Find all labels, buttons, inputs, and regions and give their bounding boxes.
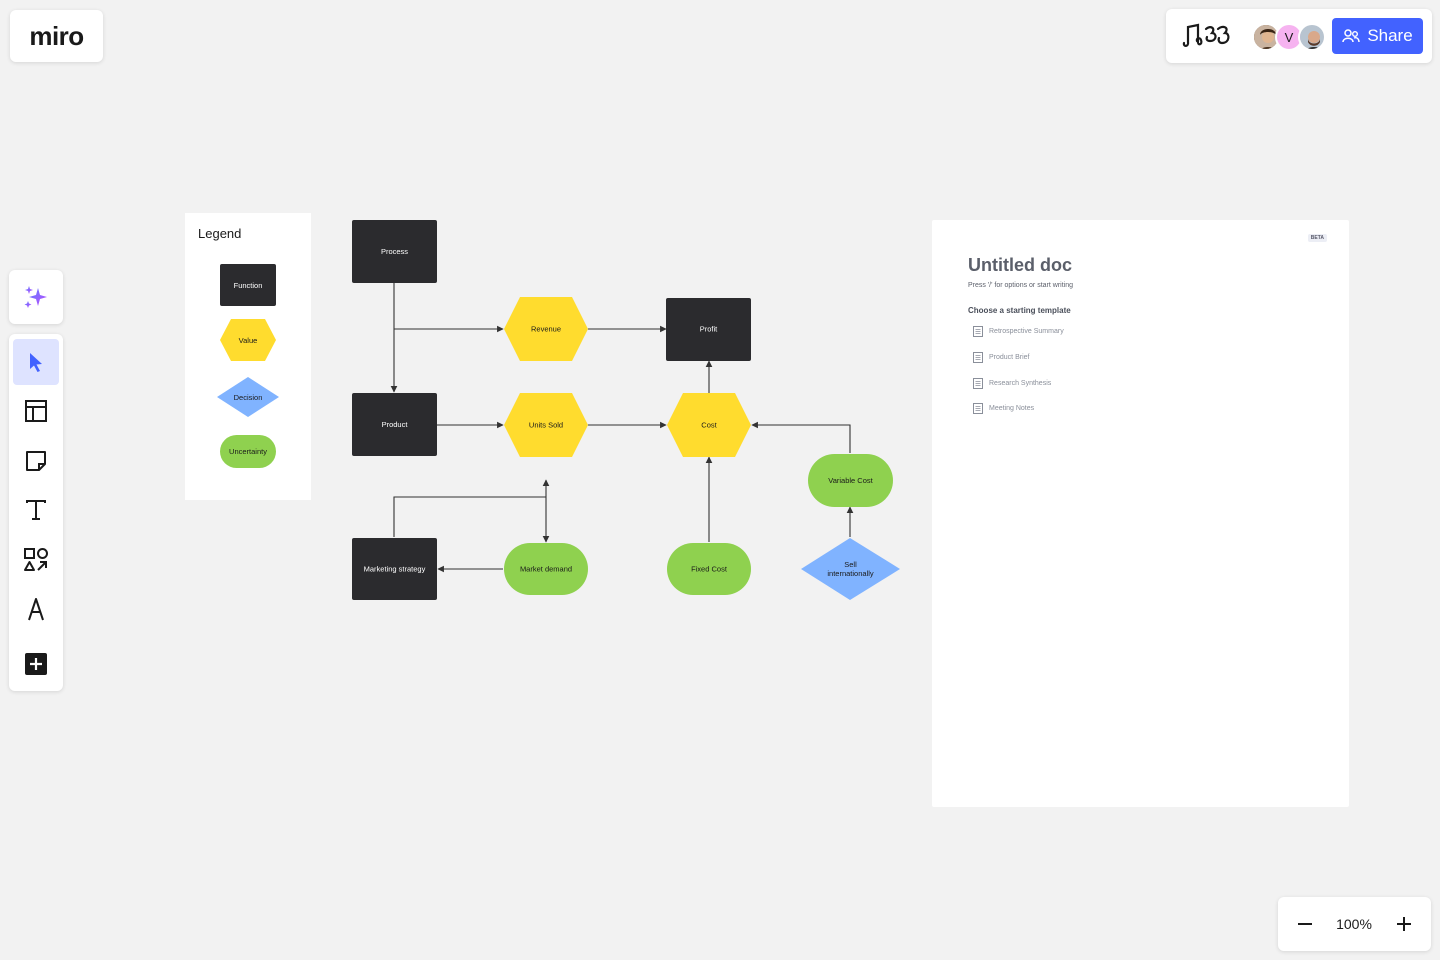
ai-assist-button[interactable] (9, 270, 63, 324)
text-tool[interactable] (13, 487, 59, 533)
zoom-controls: 100% (1278, 897, 1431, 951)
edge-variablecost-cost (751, 421, 851, 453)
legend-frame[interactable]: Legend Function Value Decision Uncertain… (185, 213, 311, 500)
beta-badge: BETA (1307, 234, 1327, 242)
minus-icon (1298, 923, 1312, 925)
svg-text:Variable Cost: Variable Cost (828, 476, 873, 485)
legend-title: Legend (198, 226, 242, 241)
doc-choose-label: Choose a starting template (968, 306, 1071, 315)
pen-tool[interactable] (13, 586, 59, 632)
node-process[interactable]: Process (352, 220, 437, 283)
svg-text:Units Sold: Units Sold (529, 420, 563, 429)
zoom-in-button[interactable] (1390, 910, 1418, 938)
legend-decision-shape (217, 377, 279, 417)
sparkle-icon (24, 286, 47, 308)
share-label: Share (1367, 26, 1413, 45)
document-icon (973, 352, 983, 363)
edge-marketing-unitssold (393, 496, 546, 537)
cursor-icon (30, 353, 42, 372)
legend-value-label: Value (239, 336, 258, 345)
plus-icon (1397, 917, 1411, 931)
share-button[interactable]: Share (1332, 18, 1423, 54)
people-icon (1342, 29, 1361, 43)
text-icon (26, 500, 46, 520)
select-tool[interactable] (13, 339, 59, 385)
pen-icon (28, 598, 44, 621)
template-retrospective-summary[interactable]: Retrospective Summary (973, 326, 1064, 337)
document-icon (973, 403, 983, 414)
svg-text:Sell: Sell (844, 560, 857, 569)
legend-shapes: Function Value Decision Uncertainty (217, 264, 279, 468)
doc-panel[interactable]: BETA Untitled doc Press '/' for options … (932, 220, 1349, 807)
more-tools[interactable] (13, 641, 59, 687)
plus-square-icon (25, 653, 47, 675)
svg-text:Market demand: Market demand (520, 564, 572, 573)
shapes-tool[interactable] (13, 537, 59, 583)
doc-title[interactable]: Untitled doc (968, 255, 1072, 275)
template-label: Product Brief (989, 354, 1030, 361)
node-sell-internationally[interactable]: Sell internationally (801, 538, 900, 600)
template-label: Meeting Notes (989, 405, 1035, 412)
document-icon (973, 326, 983, 337)
node-units-sold[interactable]: Units Sold (504, 393, 588, 457)
svg-text:Fixed Cost: Fixed Cost (691, 564, 728, 573)
svg-text:Cost: Cost (701, 420, 717, 429)
legend-uncertainty-label: Uncertainty (229, 447, 267, 456)
miro-logo[interactable]: miro (10, 10, 103, 62)
layout-icon (25, 400, 47, 422)
logo-text: miro (29, 20, 84, 51)
legend-uncertainty-shape (220, 435, 276, 468)
node-marketing-strategy[interactable]: Marketing strategy (352, 538, 437, 600)
avatar-initial: V (1284, 29, 1294, 45)
legend-value-shape (220, 319, 276, 361)
zoom-level[interactable]: 100% (1336, 916, 1372, 932)
zoom-out-button[interactable] (1291, 910, 1319, 938)
node-variable-cost[interactable]: Variable Cost (808, 454, 893, 507)
svg-text:Product: Product (382, 420, 409, 429)
sticky-note-icon (26, 451, 46, 471)
left-toolbar (9, 334, 63, 691)
template-product-brief[interactable]: Product Brief (973, 352, 1029, 363)
document-icon (973, 378, 983, 389)
template-meeting-notes[interactable]: Meeting Notes (973, 403, 1034, 414)
node-profit[interactable]: Profit (666, 298, 751, 361)
board-scribble-icon[interactable] (1180, 21, 1232, 51)
svg-text:Revenue: Revenue (531, 324, 561, 333)
node-fixed-cost[interactable]: Fixed Cost (667, 543, 751, 595)
svg-text:Process: Process (381, 247, 408, 256)
svg-text:Profit: Profit (700, 324, 718, 333)
node-cost[interactable]: Cost (667, 393, 751, 457)
svg-text:internationally: internationally (827, 569, 874, 578)
diagram-edges (390, 283, 854, 573)
doc-hint: Press '/' for options or start writing (968, 282, 1073, 289)
template-label: Retrospective Summary (989, 328, 1064, 335)
legend-function-shape (220, 264, 276, 306)
svg-text:Marketing strategy: Marketing strategy (364, 564, 426, 573)
avatar-user-3[interactable] (1298, 23, 1326, 51)
avatar-user-1[interactable] (1252, 23, 1280, 51)
templates-tool[interactable] (13, 388, 59, 434)
shapes-icon (24, 548, 48, 571)
top-right-bar: V Share (1166, 9, 1432, 63)
legend-function-label: Function (234, 281, 263, 290)
template-label: Research Synthesis (989, 380, 1052, 387)
node-market-demand[interactable]: Market demand (504, 543, 588, 595)
node-revenue[interactable]: Revenue (504, 297, 588, 361)
template-research-synthesis[interactable]: Research Synthesis (973, 378, 1051, 389)
sticky-note-tool[interactable] (13, 438, 59, 484)
node-product[interactable]: Product (352, 393, 437, 456)
legend-decision-label: Decision (234, 393, 263, 402)
